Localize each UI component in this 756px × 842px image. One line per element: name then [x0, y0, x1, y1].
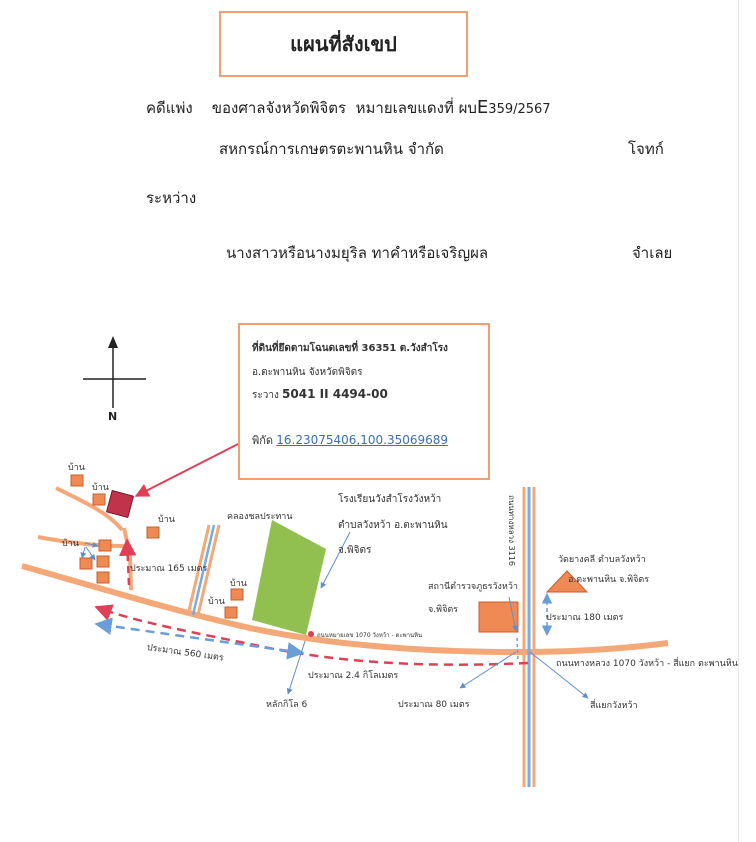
temple-icon: [545, 570, 589, 593]
plaintiff-name: สหกรณ์การเกษตรตะพานหิน จำกัด: [219, 140, 444, 158]
school-label-3: จ.พิจิตร: [338, 545, 372, 556]
target-land-plot: [105, 489, 135, 519]
red-case-number: 359/2567: [488, 102, 551, 117]
court-name: ของศาลจังหวัดพิจิตร: [211, 99, 347, 117]
coord-label: พิกัด: [252, 434, 274, 447]
sketch-map: [21, 336, 669, 787]
case-line: คดีแพ่ง ของศาลจังหวัดพิจิตร หมายเลขแดงที…: [146, 96, 551, 120]
info-line-1: ที่ดินที่ยึดตามโฉนดเลขที่ 36351 ต.วังสำโ…: [252, 343, 448, 354]
temple-label-1: วัดยางคลี ตำบลวังหว้า: [558, 555, 646, 565]
north-arrow-icon: [83, 336, 146, 408]
road-1070-label: ถนนทางหลวง 1070 วังหว้า - สี่แยก ตะพานหิ…: [556, 659, 738, 669]
ravang-value: 5041 II 4494-00: [282, 387, 388, 401]
distance-180-label: ประมาณ 180 เมตร: [546, 613, 624, 623]
distance-165-label: ประมาณ 165 เมตร: [130, 564, 208, 574]
between-label: ระหว่าง: [146, 189, 197, 207]
case-prefix: คดีแพ่ง: [146, 99, 193, 117]
canal-label: คลองชลประทาน: [227, 512, 293, 522]
junction-label: สี่แยกวังหว้า: [590, 701, 638, 711]
irrigation-canal: [186, 524, 221, 616]
police-station: [478, 601, 519, 633]
house-label: บ้าน: [230, 579, 247, 589]
page-title: แผนที่สังเขป: [290, 32, 397, 56]
house-label: บ้าน: [68, 463, 85, 473]
map-title-box: แผนที่สังเขป: [219, 11, 468, 77]
ravang-label: ระวาง: [252, 390, 279, 401]
school-label-1: โรงเรียนวังสำโรงวังหว้า: [338, 494, 442, 505]
road-1070-small-label: ถนนหมายเลข 1070 วังหว้า - ตะพานหิน: [317, 632, 423, 639]
distance-560-arrow: [94, 617, 305, 660]
road-marker-dot: [308, 631, 314, 637]
leader-arrows: [80, 531, 589, 699]
police-label-2: จ.พิจิตร: [428, 605, 459, 615]
page-edge-line: [738, 0, 739, 842]
school-field: [252, 520, 326, 635]
house-label: บ้าน: [208, 597, 225, 607]
compass-label: N: [108, 410, 118, 423]
side-road-upper: [55, 486, 124, 532]
police-label-1: สถานีตำรวจภูธรวังหว้า: [428, 582, 518, 592]
km-post-label: หลักกิโล 6: [266, 700, 308, 710]
school-label-2: ตำบลวังหว้า อ.ตะพานหิน: [338, 520, 448, 531]
house-label: บ้าน: [92, 483, 109, 493]
temple-label-2: อ.ตะพานหิน จ.พิจิตร: [568, 575, 650, 585]
side-road-lower: [37, 535, 125, 548]
house-label: บ้าน: [62, 539, 79, 549]
plaintiff-role: โจทก์: [628, 140, 664, 158]
red-case-label: หมายเลขแดงที่ ผบ: [355, 99, 477, 117]
route-red-vertical: [118, 538, 137, 586]
defendant-name: นางสาวหรือนางมยุริล ทาคำหรือเจริญผล: [226, 244, 489, 262]
red-case-letter: E: [476, 97, 489, 118]
houses-group: [70, 474, 244, 619]
distance-2-4km-label: ประมาณ 2.4 กิโลเมตร: [308, 671, 399, 681]
info-line-2: อ.ตะพานหิน จังหวัดพิจิตร: [252, 367, 363, 378]
defendant-role: จำเลย: [632, 244, 673, 262]
police-dashed-link: [516, 637, 519, 663]
road-1070: [21, 563, 669, 656]
land-info-box: ที่ดินที่ยึดตามโฉนดเลขที่ 36351 ต.วังสำโ…: [238, 323, 490, 480]
road-3116: [522, 487, 536, 787]
road-3116-label: ถนนทางหลวง 3116: [507, 495, 516, 566]
coord-link[interactable]: 16.23075406,100.35069689: [276, 433, 449, 447]
distance-80-label: ประมาณ 80 เมตร: [398, 700, 470, 710]
house-label: บ้าน: [158, 515, 175, 525]
pointer-arrow: [134, 439, 247, 497]
